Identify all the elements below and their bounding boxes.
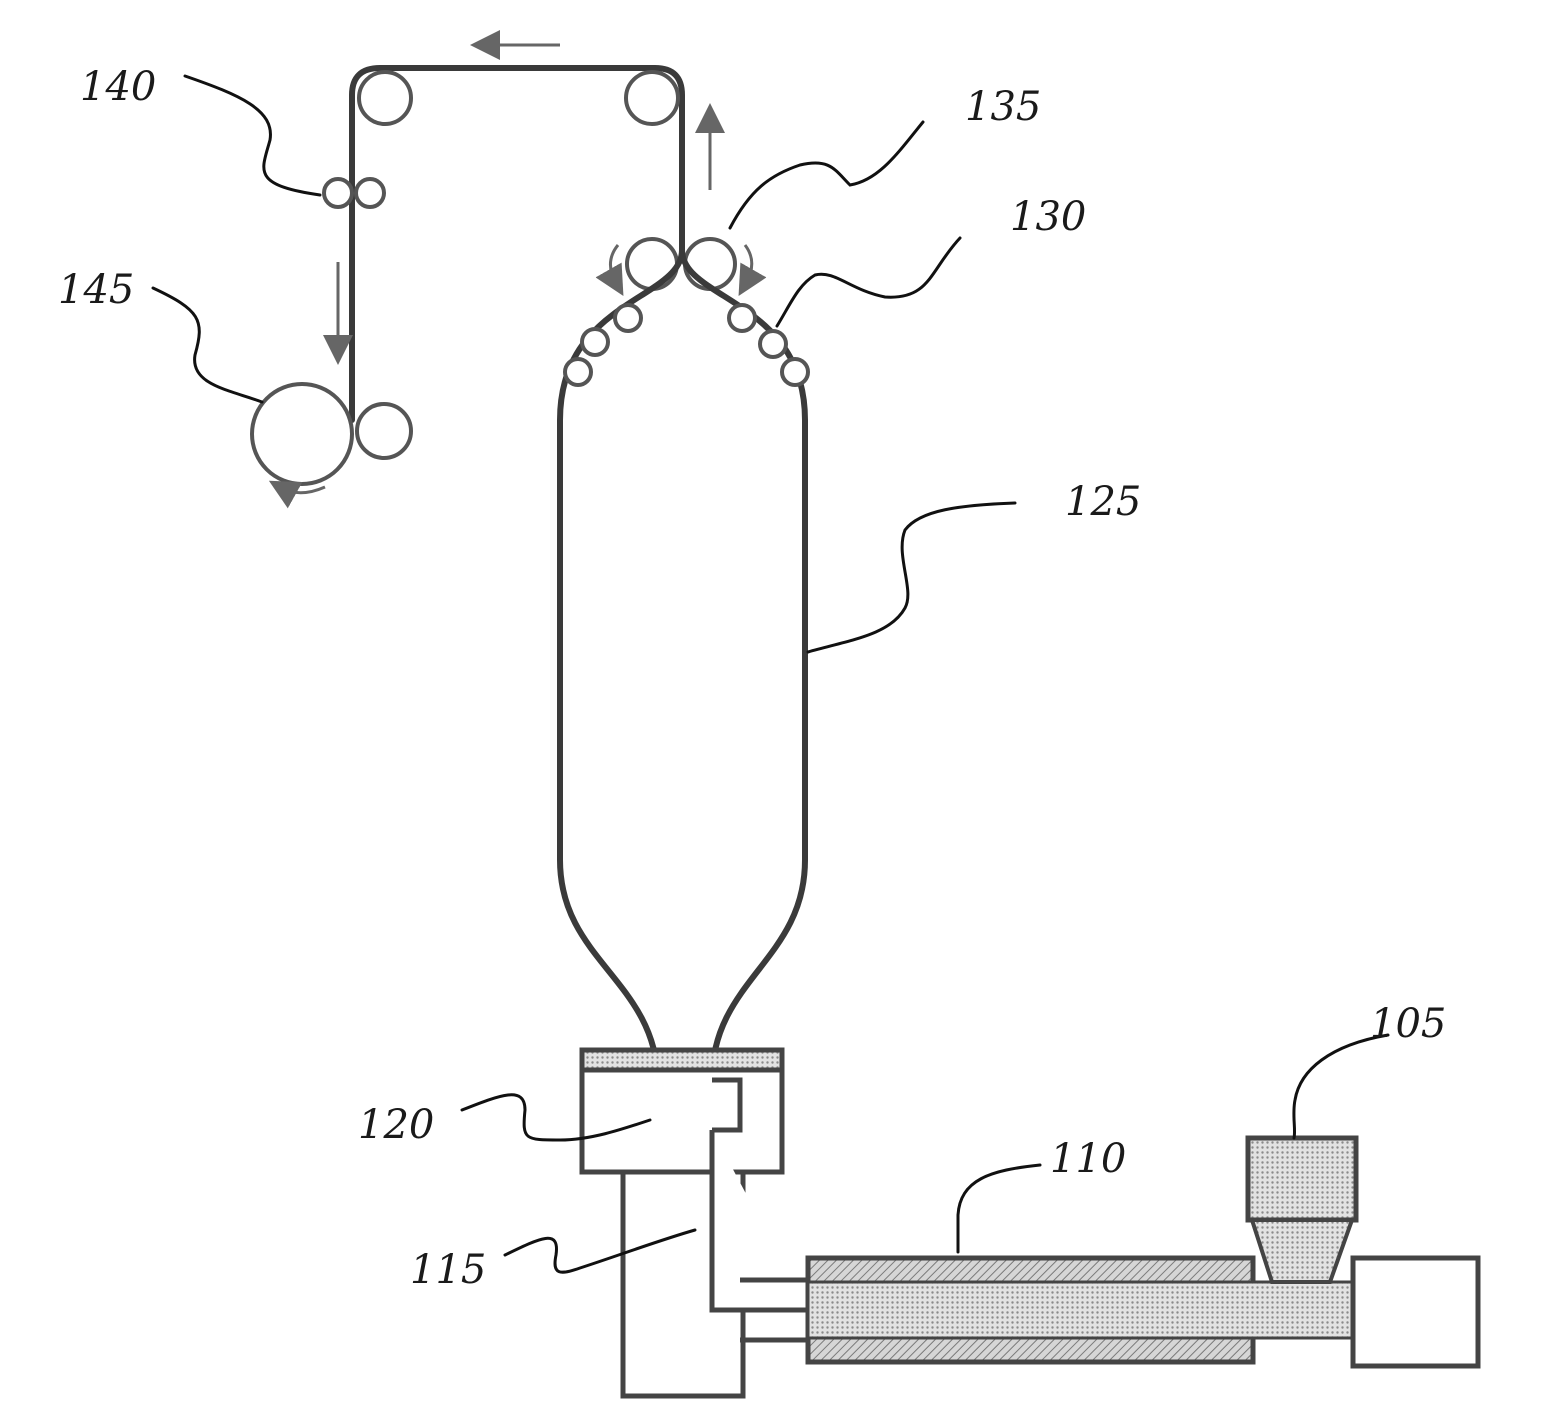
label-115: 115 bbox=[410, 1247, 486, 1293]
label-145: 145 bbox=[58, 267, 134, 313]
label-110: 110 bbox=[1050, 1136, 1126, 1182]
extruder-barrel bbox=[805, 1255, 1481, 1369]
film-bubble bbox=[557, 247, 808, 1083]
top-right-idler-roller bbox=[624, 70, 680, 126]
label-140: 140 bbox=[80, 64, 156, 110]
top-left-idler-roller bbox=[357, 70, 413, 126]
film-web bbox=[349, 65, 685, 423]
adapter-column bbox=[620, 1130, 808, 1399]
label-130: 130 bbox=[1010, 194, 1086, 240]
guide-rollers bbox=[322, 177, 386, 209]
hopper bbox=[1245, 1135, 1359, 1284]
direction-arrows bbox=[323, 30, 725, 365]
leader-lines bbox=[151, 74, 1390, 1274]
label-120: 120 bbox=[358, 1102, 434, 1148]
label-135: 135 bbox=[965, 84, 1041, 130]
label-105: 105 bbox=[1370, 1001, 1446, 1047]
label-125: 125 bbox=[1065, 479, 1141, 525]
die-block bbox=[579, 1047, 785, 1175]
collapsing-frame-rollers bbox=[563, 303, 810, 387]
winder-roll bbox=[250, 382, 413, 509]
